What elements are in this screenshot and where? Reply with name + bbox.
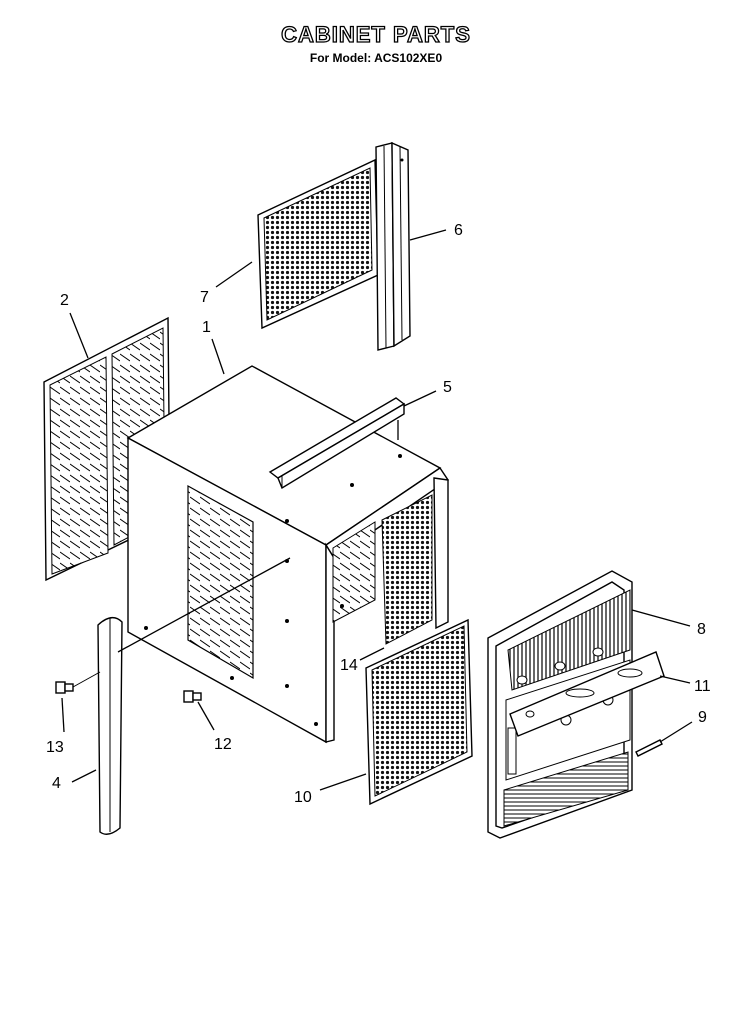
callout-12: 12: [214, 736, 232, 753]
callout-2: 2: [60, 292, 69, 309]
callout-13: 13: [46, 739, 64, 756]
part-9-pin: [635, 739, 663, 757]
callout-11: 11: [694, 678, 711, 695]
callout-8: 8: [697, 621, 706, 638]
part-4-trim-strip: [97, 617, 123, 835]
part-13-screw: [55, 671, 101, 694]
callout-10: 10: [294, 789, 312, 806]
callout-14: 14: [340, 657, 358, 674]
callout-9: 9: [698, 709, 707, 726]
callout-numbers: 1 2 4 5 6 7 8 9 10 11 12 13 14: [46, 222, 711, 806]
part-6-side-channel: [375, 141, 411, 351]
callout-1: 1: [202, 319, 211, 336]
leader-lines: [61, 229, 693, 791]
callout-7: 7: [200, 289, 209, 306]
model-subtitle: For Model: ACS102XE0: [309, 51, 443, 65]
part-12-screw: [183, 690, 202, 703]
callout-5: 5: [443, 379, 452, 396]
callout-4: 4: [52, 775, 61, 792]
part-7-filter: [257, 158, 379, 330]
diagram-title: CABINET PARTS: [280, 21, 471, 47]
callout-6: 6: [454, 222, 463, 239]
part-10-front-filter: [365, 618, 473, 806]
part-1-cabinet: [126, 365, 449, 744]
part-11-control-plate: [509, 651, 665, 737]
part-5-top-rail: [268, 397, 406, 490]
